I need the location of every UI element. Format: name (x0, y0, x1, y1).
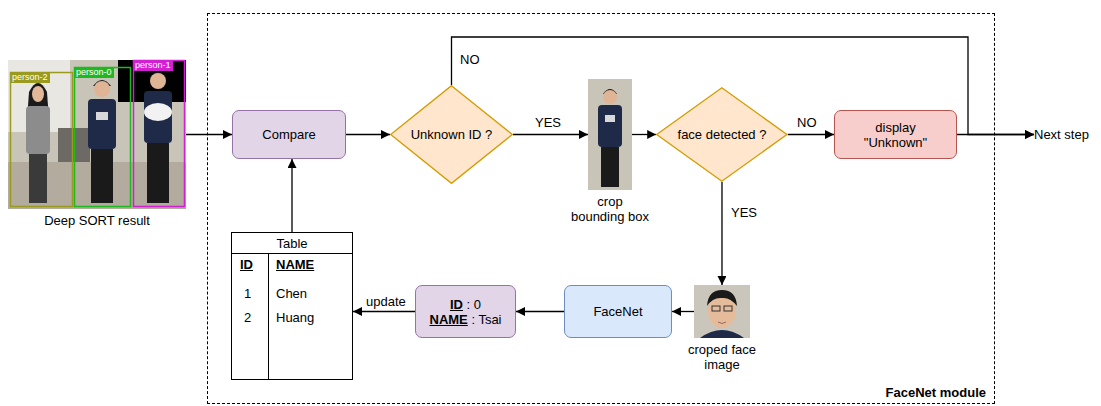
module-frame: FaceNet module Compare Unknown ID ? crop bo… (207, 13, 995, 404)
face (603, 90, 617, 104)
table-cell: 2 (244, 310, 251, 325)
legs (147, 143, 169, 203)
face-photo (694, 285, 750, 338)
person-figure (88, 80, 116, 203)
glasses (712, 306, 720, 311)
table-header: NAME (276, 257, 314, 272)
node-text: Unknown ID ? (411, 127, 493, 142)
node-text: face detected ? (678, 127, 767, 142)
node-text: Compare (240, 127, 338, 142)
decision-diamond: face detected ? (656, 87, 788, 182)
text-holder: Unknown ID ? (411, 127, 493, 142)
shirt (88, 99, 116, 149)
node-text: Next step (1034, 127, 1090, 142)
flow-arrow (632, 134, 656, 135)
hair (707, 290, 737, 306)
text-holder: display "Unknown" (854, 120, 937, 150)
bounding-box (134, 61, 185, 207)
decision-diamond: Unknown ID ? (390, 85, 513, 184)
grid-line (231, 253, 353, 254)
edge-label: YES (729, 205, 759, 220)
mouth (718, 322, 726, 324)
process-box: FaceNet (564, 285, 672, 338)
flow-arrow (672, 311, 694, 312)
text-holder: face detected ? (678, 127, 767, 142)
lookup-table: Table (231, 232, 353, 380)
held-object (144, 103, 172, 121)
track-label: person-2 (10, 72, 50, 83)
table-grid (231, 253, 353, 380)
person-figure (144, 72, 172, 203)
person-figure (26, 83, 50, 203)
photo-ground (8, 60, 186, 209)
module-title: FaceNet module (886, 385, 986, 400)
face (94, 81, 110, 97)
flow-arrow (291, 159, 292, 232)
node-text: FaceNet (572, 304, 664, 319)
image-caption: croped face image (682, 342, 762, 372)
output-box: display "Unknown" (834, 110, 957, 159)
text-holder: Compare (240, 127, 338, 142)
flow-arrow (186, 134, 232, 135)
text-holder: FaceNet (572, 304, 664, 319)
track-label: person-0 (74, 67, 114, 78)
process-box: Compare (232, 110, 346, 159)
text-holder: ID : 0NAME : Tsai (423, 297, 508, 327)
image-caption: crop bounding box (570, 194, 650, 224)
flow-arrow (346, 134, 390, 135)
flow-arrow (721, 182, 722, 285)
result-box: ID : 0NAME : Tsai (415, 285, 516, 338)
table-cell: Huang (276, 310, 314, 325)
track-label: person-1 (133, 60, 173, 71)
face (150, 73, 166, 89)
legs (601, 147, 619, 187)
bounding-box (11, 73, 73, 207)
shirt (144, 91, 172, 143)
text-holder: Deep SORT result (17, 213, 177, 228)
node-text: ID : 0 (423, 297, 508, 312)
photo-node: crop bounding box (588, 79, 632, 190)
text-holder: Table (232, 233, 352, 251)
node-text: display "Unknown" (854, 120, 937, 150)
photo-node: croped face image (694, 285, 750, 338)
text-holder: croped face image (682, 342, 762, 372)
node-text: NAME : Tsai (423, 312, 508, 327)
edge-label: YES (533, 115, 563, 130)
grid-line (268, 253, 269, 380)
shirt (700, 330, 744, 338)
legs (29, 154, 47, 203)
terminal-text: Next step (1034, 127, 1090, 143)
diamond-shape (657, 88, 787, 182)
edge-label: update (364, 294, 408, 309)
shirt (598, 105, 622, 147)
text-holder: FaceNet module (886, 385, 986, 400)
table-cell: 1 (244, 286, 251, 301)
shirt (26, 106, 50, 154)
flow-arrow (788, 134, 834, 135)
edge-label: NO (458, 52, 482, 67)
node-text: Table (232, 236, 352, 251)
table-header: ID (240, 257, 253, 272)
flow-arrow (957, 134, 1034, 135)
flow-arrow (516, 311, 564, 312)
flow-arrow (513, 134, 588, 135)
photo-ground (694, 285, 750, 338)
bounding-box (75, 68, 131, 207)
photo-ground (588, 79, 632, 190)
edge-label: NO (795, 115, 819, 130)
text-holder: crop bounding box (570, 194, 650, 224)
face (32, 86, 44, 102)
deep-sort-photo (8, 60, 186, 209)
crop-photo (588, 79, 632, 190)
diamond-shape (391, 86, 513, 184)
glasses (724, 306, 732, 311)
flow-arrow (353, 311, 415, 312)
legs (91, 149, 113, 203)
text-holder: Next step (1034, 127, 1090, 142)
print (605, 115, 615, 122)
image-caption: Deep SORT result (17, 213, 177, 228)
print (96, 112, 108, 120)
table-cell: Chen (276, 286, 307, 301)
